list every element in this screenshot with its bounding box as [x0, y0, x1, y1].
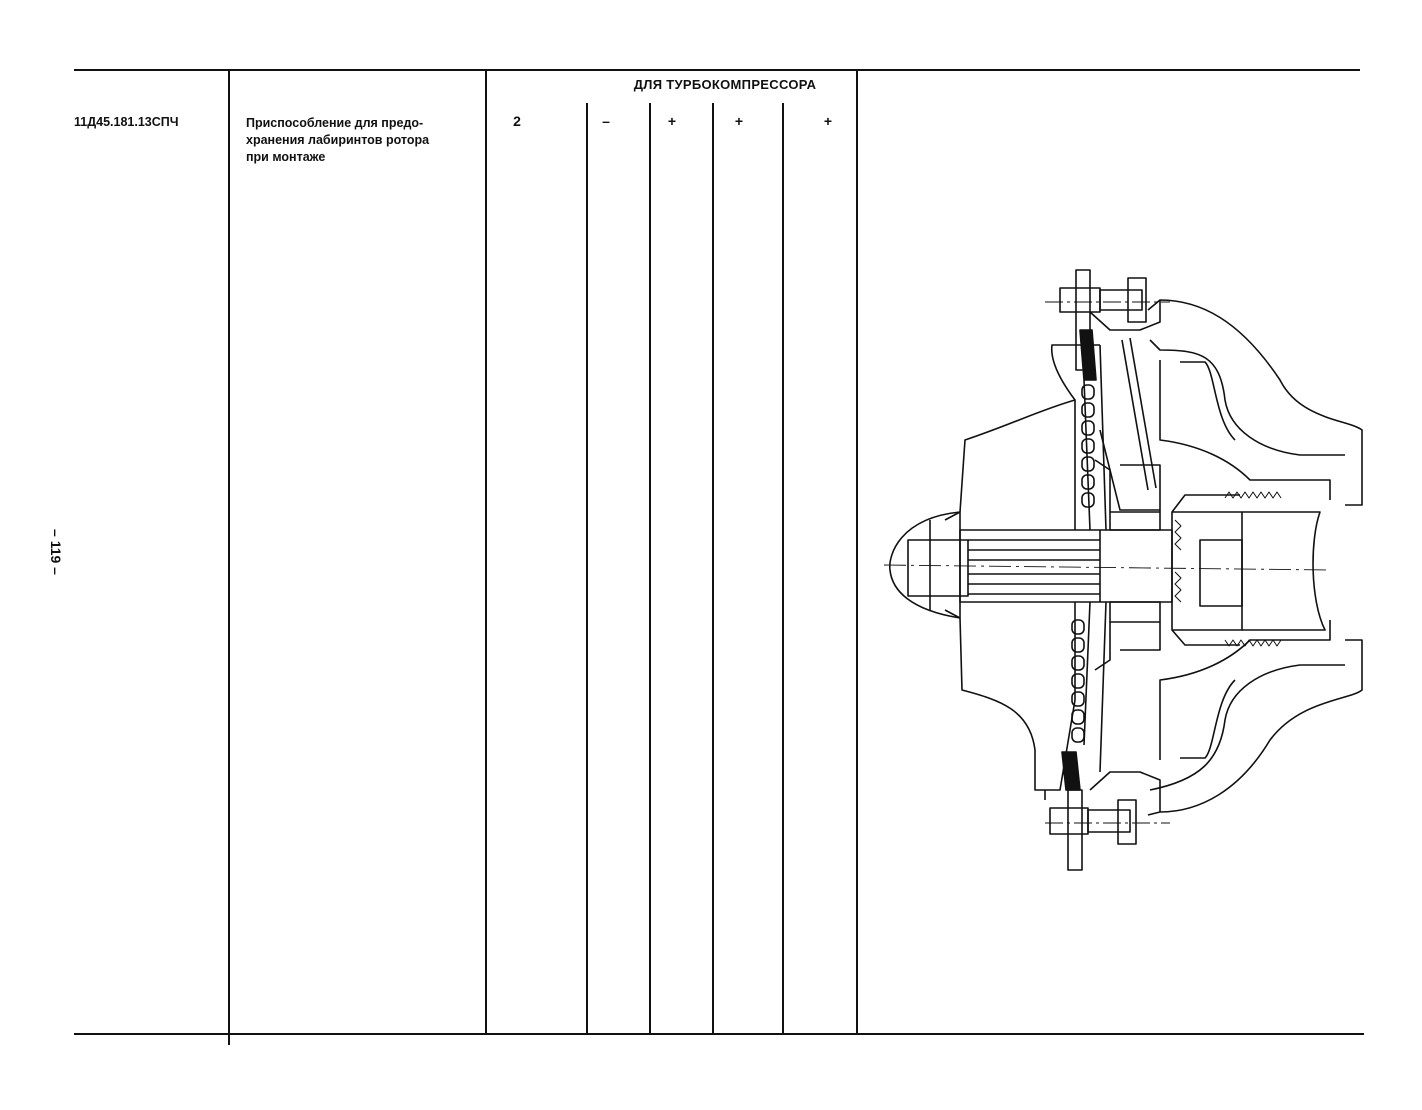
bottom-rule [74, 1033, 1364, 1035]
column-line-5 [712, 103, 714, 1033]
part-description: Приспособление для предо- хранения лабир… [246, 115, 486, 166]
quantity-cell: 2 [513, 113, 521, 129]
description-line: хранения лабиринтов ротора [246, 133, 430, 147]
mark-cell: + [823, 113, 833, 129]
section-title: ДЛЯ ТУРБОКОМПРЕССОРА [633, 77, 817, 92]
technical-drawing [883, 269, 1363, 871]
column-line-1 [228, 69, 230, 1045]
description-line: Приспособление для предо- [246, 116, 424, 130]
mark-cell: + [734, 113, 744, 129]
description-line: при монтаже [246, 150, 326, 164]
mark-cell: – [602, 113, 610, 129]
mark-cell: + [667, 113, 677, 129]
column-line-3 [586, 103, 588, 1033]
top-rule [74, 69, 1360, 71]
column-line-2 [485, 69, 487, 1033]
column-line-4 [649, 103, 651, 1033]
column-line-7 [856, 69, 858, 1033]
column-line-6 [782, 103, 784, 1033]
part-number: 11Д45.181.13СПЧ [74, 115, 179, 129]
page-number: – 119 – [48, 529, 64, 575]
